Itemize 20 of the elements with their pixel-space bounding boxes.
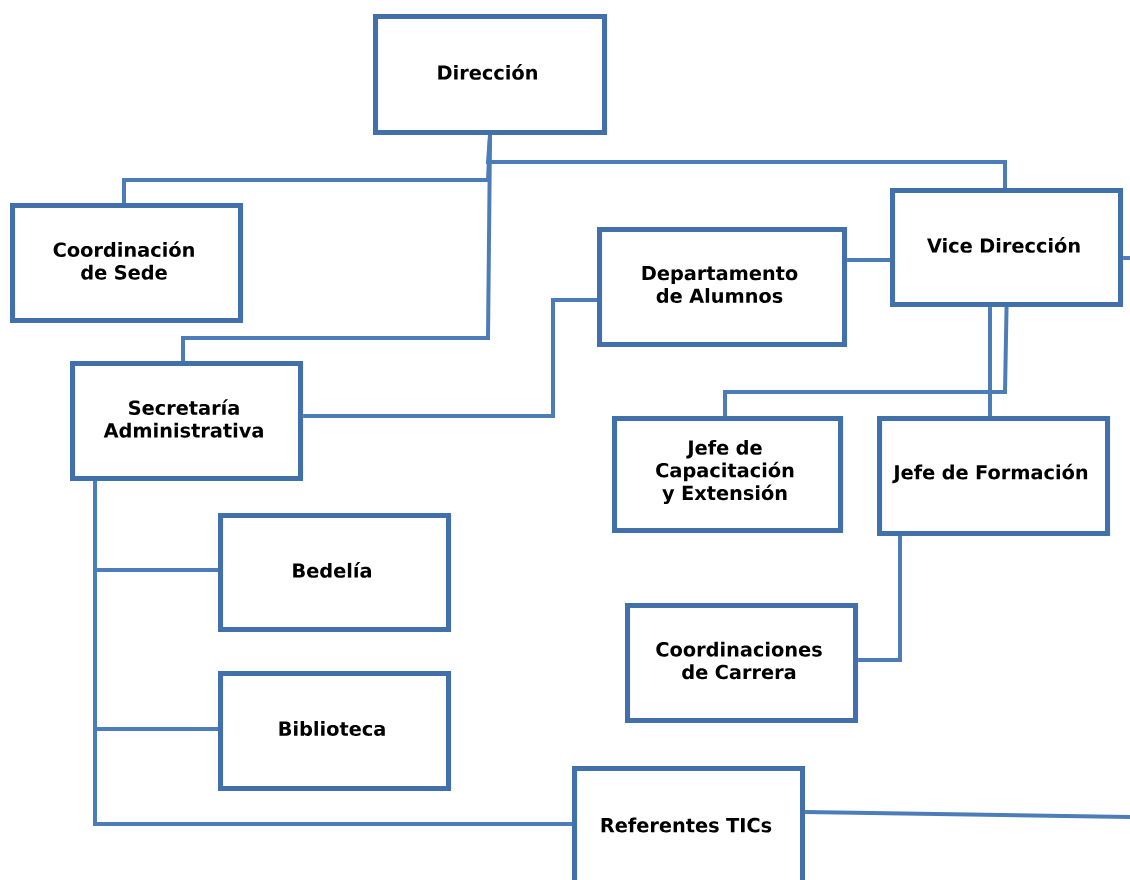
org-box: Departamento de Alumnos <box>597 227 848 348</box>
org-box: Biblioteca <box>218 671 452 792</box>
org-box: Dirección <box>373 14 608 136</box>
connector-line <box>485 134 1007 188</box>
connector-line <box>93 481 572 826</box>
org-box: Jefe de Formación <box>877 416 1111 537</box>
connector-line <box>723 307 1009 416</box>
connector-line <box>805 810 1130 819</box>
org-box: Coordinaciones de Carrera <box>625 603 859 724</box>
org-box: Bedelía <box>218 513 452 633</box>
connector-line <box>303 298 597 418</box>
connector-line <box>847 258 890 262</box>
connector-line <box>858 536 902 662</box>
connector-line <box>1123 256 1130 260</box>
connector-line <box>988 307 992 416</box>
org-box: Jefe de Capacitación y Extensión <box>612 416 844 534</box>
org-box: Referentes TICs <box>572 766 806 880</box>
org-box: Vice Dirección <box>890 188 1124 308</box>
org-box: Coordinación de Sede <box>10 203 244 324</box>
org-box: Secretaría Administrativa <box>70 361 304 482</box>
